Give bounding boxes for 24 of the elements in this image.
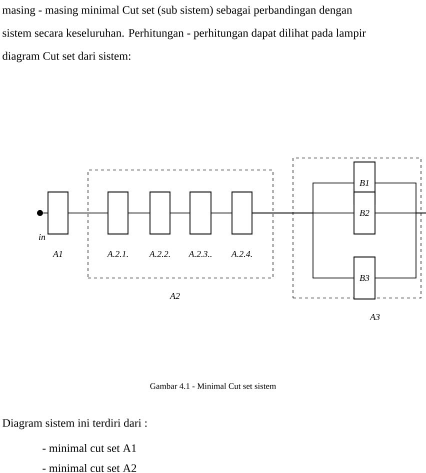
- node-label: A3: [370, 314, 380, 320]
- component-label: A1: [52, 251, 62, 257]
- paragraph-text: - minimal cut set A1: [42, 444, 136, 452]
- connector-line: [128, 212, 150, 214]
- connector-line: [375, 212, 426, 278]
- figure-caption: Gambar 4.1 - Minimal Cut set sistem: [150, 383, 276, 390]
- paragraph-text: sistem secara keseluruhan. Perhitungan - perhitungan dapat dilihat pada lampir: [2, 28, 366, 40]
- connector-line: [211, 212, 232, 214]
- node-label: A2: [170, 293, 180, 299]
- paragraph-text: masing - masing minimal Cut set (sub sistem) sebagai perbandingan dengan: [2, 6, 352, 16]
- paragraph-text: - minimal cut set A2: [42, 464, 136, 472]
- paragraph-text: diagram Cut set dari sistem:: [2, 52, 130, 62]
- connector-line: [170, 212, 190, 214]
- connector-line: [252, 212, 354, 278]
- component-box: B2: [354, 192, 376, 234]
- component-label: A.2.1.: [106, 250, 128, 258]
- connector-line: [42, 212, 48, 214]
- input-label: in: [39, 234, 46, 240]
- component-box: B3: [354, 256, 376, 300]
- component-label: A.2.3..: [188, 250, 212, 258]
- connector-line: [68, 212, 108, 214]
- component-label: A.2.4.: [230, 250, 252, 258]
- paragraph-text: Diagram sistem ini terdiri dari :: [2, 418, 147, 430]
- component-label: A.2.2.: [148, 250, 170, 258]
